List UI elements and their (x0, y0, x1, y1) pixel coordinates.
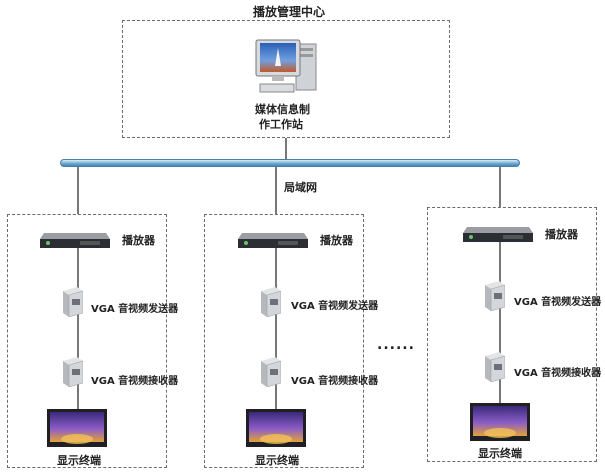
vga-receiver-icon (485, 352, 505, 382)
branch-1-chain-line (77, 246, 79, 410)
player-device-icon (238, 233, 308, 248)
workstation-label-line1: 媒体信息制 (255, 103, 310, 116)
display-terminal-label: 显示终端 (255, 454, 299, 467)
bus-to-branch1-line (77, 167, 79, 214)
player-label: 播放器 (545, 228, 578, 241)
lan-bus (60, 159, 520, 167)
display-terminal-label: 显示终端 (57, 454, 101, 467)
network-label: 局域网 (284, 181, 317, 194)
vga-receiver-icon (63, 357, 83, 387)
player-device-icon (40, 233, 110, 248)
vga-sender-label: VGA 音视频发送器 (291, 301, 379, 312)
player-label: 播放器 (320, 234, 353, 247)
bus-to-branch3-line (499, 167, 501, 207)
center-title: 播放管理中心 (253, 5, 326, 19)
vga-receiver-icon (261, 357, 281, 387)
player-device-icon (463, 227, 533, 242)
vga-sender-icon (261, 287, 281, 317)
vga-sender-label: VGA 音视频发送器 (514, 297, 602, 308)
computer-workstation-icon (255, 39, 317, 93)
vga-sender-icon (63, 287, 83, 317)
bus-to-branch2-line (275, 167, 277, 214)
vga-receiver-label: VGA 音视频接收器 (514, 368, 602, 379)
player-label: 播放器 (122, 234, 155, 247)
branch-2-chain-line (275, 246, 277, 410)
display-terminal-label: 显示终端 (478, 447, 522, 460)
vga-receiver-label: VGA 音视频接收器 (91, 376, 179, 387)
branch-3-chain-line (499, 240, 501, 405)
branch-3-box (427, 207, 597, 462)
display-terminal-icon (246, 409, 306, 447)
branch-1-box (7, 214, 167, 468)
management-center-box (122, 20, 450, 138)
center-to-network-line (285, 138, 287, 160)
more-branches-ellipsis: ...... (377, 337, 415, 353)
display-terminal-icon (47, 409, 107, 447)
vga-receiver-label: VGA 音视频接收器 (291, 376, 379, 387)
workstation-label-line2: 作工作站 (259, 118, 303, 131)
display-terminal-icon (470, 403, 530, 441)
vga-sender-icon (485, 281, 505, 311)
branch-2-box (204, 214, 364, 468)
vga-sender-label: VGA 音视频发送器 (91, 304, 179, 315)
